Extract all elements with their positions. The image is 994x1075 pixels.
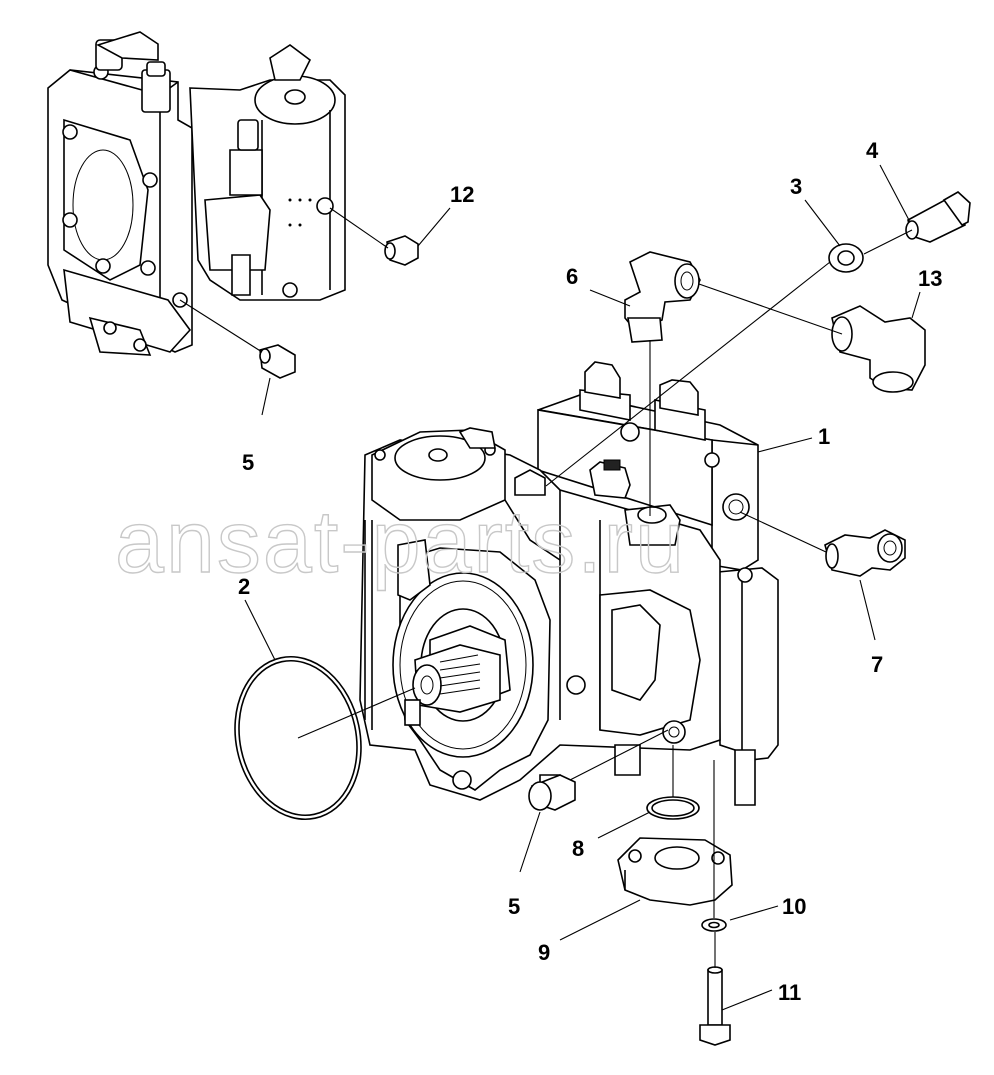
part-8-o-ring (646, 796, 700, 820)
callout-7: 7 (871, 652, 883, 677)
part-5-plug-top (259, 344, 296, 379)
watermark-text: ansat-parts.ru (115, 492, 686, 591)
callout-10: 10 (782, 894, 806, 919)
callout-8: 8 (572, 836, 584, 861)
callout-12: 12 (450, 182, 474, 207)
part-7-fitting (824, 529, 906, 577)
callout-1: 1 (818, 424, 830, 449)
part-10-washer (701, 918, 727, 932)
part-4-bolt (905, 191, 971, 243)
callout-4: 4 (866, 138, 879, 163)
callout-6: 6 (566, 264, 578, 289)
callout-5-bottom: 5 (508, 894, 520, 919)
callout-9: 9 (538, 940, 550, 965)
part-13-elbow (831, 305, 926, 393)
part-2-o-ring (234, 655, 362, 821)
callout-3: 3 (790, 174, 802, 199)
part-12-plug (384, 235, 419, 266)
part-5-plug-bottom (528, 774, 576, 811)
leader-lines (179, 164, 921, 1011)
part-3-washer (828, 243, 864, 273)
callout-labels: 1 2 3 4 5 5 6 7 8 9 10 11 12 13 (238, 138, 942, 1005)
callout-13: 13 (918, 266, 942, 291)
part-9-flange (617, 837, 733, 906)
callout-5-top: 5 (242, 450, 254, 475)
secondary-pump-view (47, 31, 346, 356)
main-pump-assembly (359, 361, 779, 806)
part-6-elbow (624, 251, 701, 343)
part-11-bolt (699, 966, 731, 1046)
callout-2: 2 (238, 574, 250, 599)
callout-11: 11 (778, 980, 801, 1005)
